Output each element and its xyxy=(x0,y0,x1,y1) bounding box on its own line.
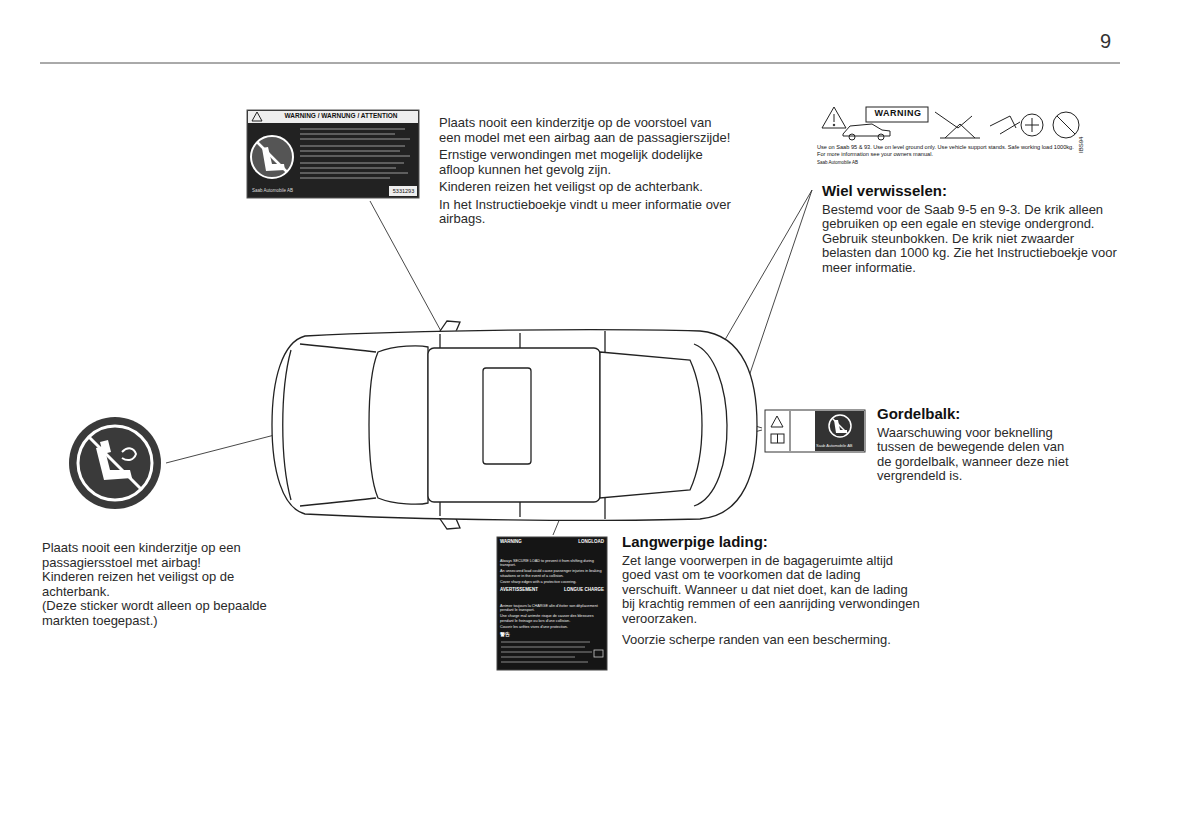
page-number: 9 xyxy=(1100,30,1111,52)
header-rule xyxy=(40,63,1120,64)
sticker-body: Couvrir les arêtes vives d'une protectio… xyxy=(500,625,604,630)
body-text: Plaats nooit een kinderzitje op een pass… xyxy=(42,541,304,570)
sticker-body: Cover sharp edges with a protective cove… xyxy=(500,580,604,585)
sticker-body: Arrimer toujours la CHARGE afin d'éviter… xyxy=(500,604,604,613)
body-text: Voorzie scherpe randen van een beschermi… xyxy=(622,633,922,648)
body-text: Zet lange voorwerpen in de bagageruimte … xyxy=(622,554,922,627)
maker-name: Saab Automobile AB xyxy=(252,188,293,193)
leader-lines xyxy=(166,190,812,535)
body-text: Waarschuwing voor beknelling tussen de b… xyxy=(877,426,1082,484)
maker-name: Saab Automobile AB xyxy=(817,160,858,165)
sticker-body: An unsecured load could cause passenger … xyxy=(500,569,604,578)
belt-bar-sticker xyxy=(765,410,865,452)
part-code: IBS94 xyxy=(1078,137,1085,153)
section-heading: Gordelbalk: xyxy=(877,406,960,423)
jack-sticker: WARNING Use on Saab 95 & 93. Use on level… xyxy=(815,103,1090,173)
maker-name: Saab Automobile AB xyxy=(816,444,852,449)
body-text: Plaats nooit een kinderzitje op de voors… xyxy=(439,116,734,145)
long-load-sticker xyxy=(497,537,607,670)
body-text: In het Instructieboekje vindt u meer inf… xyxy=(439,198,734,227)
body-text: Kinderen reizen het veiligst op de achte… xyxy=(42,570,304,599)
belt-bar-sticker: Saab Automobile AB xyxy=(765,410,865,452)
body-text: (Deze sticker wordt alleen op bepaalde m… xyxy=(42,599,304,628)
sticker-heading: LONGLOAD xyxy=(552,539,604,544)
sticker-body: Une charge mal arrimée risque de causer … xyxy=(500,614,604,623)
sticker-heading: WARNING xyxy=(868,108,928,119)
sticker-body: Use on Saab 95 & 93. Use on level ground… xyxy=(817,144,1079,157)
part-number: 5331293 xyxy=(390,188,417,195)
section-heading: Wiel verwisselen: xyxy=(822,183,947,200)
sticker-heading: LONGUE CHARGE xyxy=(552,587,604,592)
sticker-heading: WARNING xyxy=(500,539,552,544)
child-seat-sticker xyxy=(69,417,161,509)
sticker-heading: 警告 xyxy=(500,632,604,637)
body-text: Kinderen reizen het veiligst op de achte… xyxy=(439,180,734,195)
sticker-body: Always SECURE LOAD to prevent it from sh… xyxy=(500,559,604,568)
car-top-view xyxy=(272,321,757,529)
section-heading: Langwerpige lading: xyxy=(622,534,768,551)
sticker-heading: WARNING / WARNUNG / ATTENTION xyxy=(267,112,415,120)
body-text: Bestemd voor de Saab 9-5 en 9-3. De krik… xyxy=(822,203,1122,276)
jack-warning-sticker xyxy=(822,107,1079,140)
airbag-sticker: WARNING / WARNUNG / ATTENTION Saab Automo… xyxy=(247,110,419,198)
airbag-warning-sticker xyxy=(247,110,419,198)
long-load-sticker: WARNINGLONGLOAD Always SECURE LOAD to pre… xyxy=(497,537,607,640)
body-text: Ernstige verwondingen met mogelijk dodel… xyxy=(439,148,734,177)
sticker-heading: AVERTISSEMENT xyxy=(500,587,552,592)
